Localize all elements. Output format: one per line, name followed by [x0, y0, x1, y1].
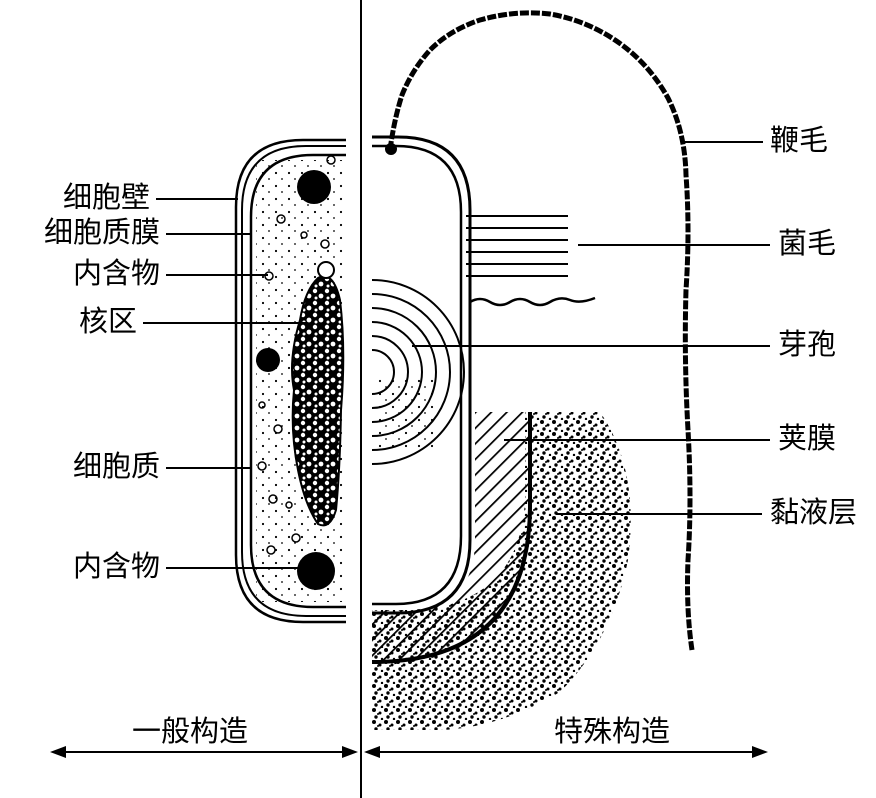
label-flagellum: 鞭毛 — [770, 123, 828, 157]
cell-wall-inner — [241, 145, 346, 617]
general-arrow — [50, 746, 358, 758]
section-general: 一般构造 — [132, 714, 248, 748]
label-inclusion-top: 内含物 — [73, 256, 160, 290]
label-spore: 芽孢 — [778, 327, 836, 361]
general-cell — [234, 138, 346, 624]
nuclear-region — [291, 275, 345, 527]
capsule-edge — [371, 412, 532, 664]
label-cell-membrane: 细胞质膜 — [44, 215, 160, 249]
cell-wall-outer — [234, 138, 346, 624]
label-cytoplasm: 细胞质 — [73, 449, 160, 483]
inclusion-granule-top — [297, 170, 331, 204]
left-leader-lines — [143, 198, 306, 569]
special-cell-wall — [372, 135, 472, 615]
inclusion-vacuole — [317, 261, 335, 279]
section-special: 特殊构造 — [554, 714, 670, 748]
cell-membrane — [249, 153, 346, 609]
special-cell — [371, 10, 695, 730]
label-inclusion-bottom: 内含物 — [73, 549, 160, 583]
special-arrow — [364, 746, 768, 758]
inclusion-granule-bottom — [297, 552, 335, 590]
label-pilus: 菌毛 — [778, 226, 836, 260]
pili — [466, 215, 568, 277]
label-slime-layer: 黏液层 — [770, 495, 857, 529]
short-flagellum — [469, 296, 596, 307]
spore-dots — [376, 378, 434, 448]
label-cell-wall: 细胞壁 — [63, 180, 150, 214]
label-nuclear-area: 核区 — [79, 304, 137, 338]
capsule-hatch — [372, 412, 532, 665]
spore — [372, 279, 465, 465]
flagellum-basal-body — [385, 143, 397, 155]
flagellum — [387, 10, 695, 651]
label-capsule: 荚膜 — [778, 421, 836, 455]
special-cell-membrane — [372, 144, 463, 606]
inclusion-granule-mid — [256, 348, 280, 372]
right-leader-lines — [412, 141, 770, 515]
